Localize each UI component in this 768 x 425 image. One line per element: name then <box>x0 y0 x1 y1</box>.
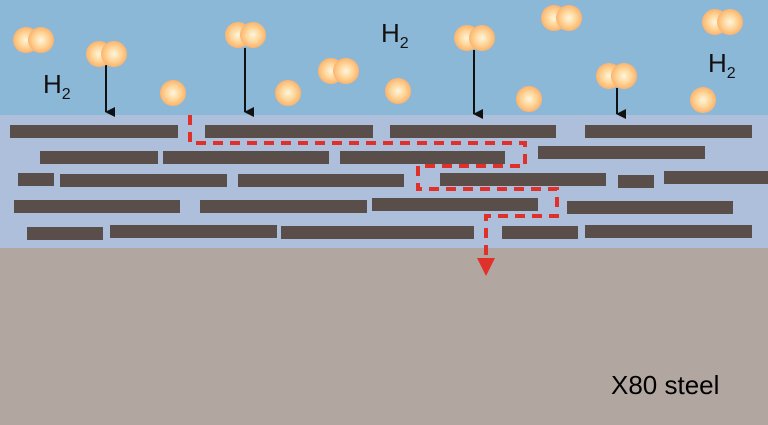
flake <box>440 173 606 186</box>
flake <box>502 226 578 239</box>
h-atom <box>160 80 186 106</box>
diffusion-path-line <box>188 115 559 262</box>
h2-symbol: H <box>381 18 400 48</box>
steel-label: X80 steel <box>611 370 720 400</box>
h2-symbol: H <box>708 48 727 78</box>
h2-subscript: 2 <box>726 65 736 82</box>
steel-substrate <box>0 248 768 425</box>
flake <box>238 174 404 187</box>
flake <box>200 200 367 213</box>
h2-label: H2 <box>43 71 71 103</box>
h2-label: H2 <box>381 20 409 52</box>
flake <box>340 151 505 164</box>
hydrogen-molecules <box>13 5 743 89</box>
flake <box>110 225 277 238</box>
flake <box>538 146 705 159</box>
flake <box>10 125 178 138</box>
flake <box>163 151 329 164</box>
h-atom <box>385 78 411 104</box>
flake <box>60 174 227 187</box>
h2-molecule <box>13 27 54 53</box>
hydrogen-diffusion-path <box>188 115 559 276</box>
h2-symbol: H <box>43 69 62 99</box>
flake <box>585 125 752 138</box>
h2-label: H2 <box>708 50 736 82</box>
flake <box>27 227 103 240</box>
h2-molecule <box>702 9 743 35</box>
h2-subscript: 2 <box>61 86 71 103</box>
flake <box>390 125 556 138</box>
hydrogen-environment <box>0 0 768 115</box>
h2-molecule <box>318 58 359 84</box>
flake <box>18 173 54 186</box>
adsorption-arrows <box>105 48 626 119</box>
h2-subscript: 2 <box>399 35 409 52</box>
filler-flakes <box>10 125 768 240</box>
flake <box>14 200 180 213</box>
flake <box>205 125 373 138</box>
flake <box>585 225 752 238</box>
h-atom <box>690 87 716 113</box>
h2-molecule <box>454 25 495 51</box>
flake <box>281 226 474 239</box>
flake <box>567 201 733 214</box>
flake <box>664 171 768 184</box>
diffusion-arrowhead <box>477 258 495 276</box>
h2-molecule <box>541 5 582 31</box>
h2-molecule <box>596 63 637 89</box>
h-atom <box>516 86 542 112</box>
h2-molecule <box>225 22 266 48</box>
h2-molecule <box>86 41 127 67</box>
flake <box>40 151 158 164</box>
hydrogen-atoms <box>160 78 716 113</box>
flake <box>372 198 538 211</box>
h-atom <box>275 80 301 106</box>
flake <box>618 175 654 188</box>
